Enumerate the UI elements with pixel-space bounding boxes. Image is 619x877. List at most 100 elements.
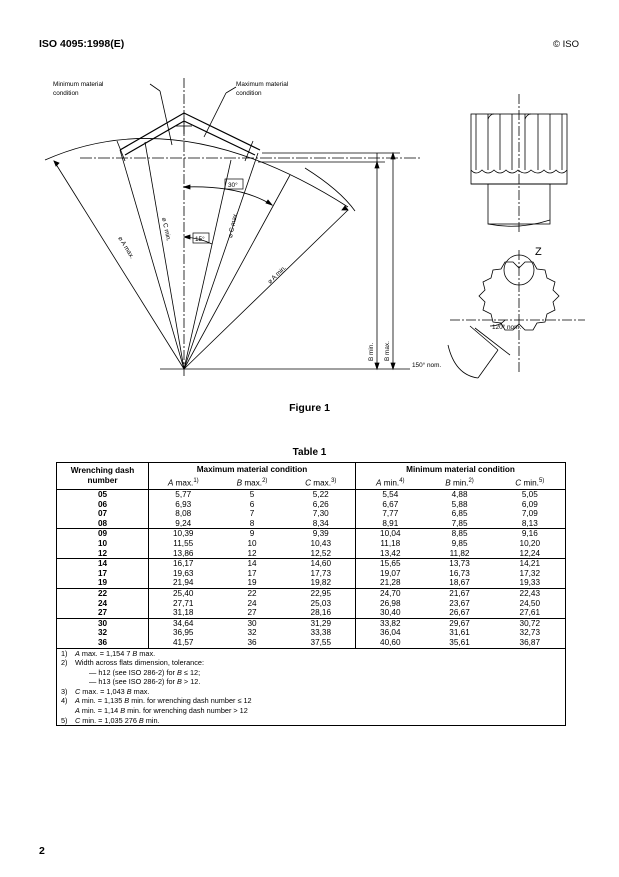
value-cell: 27,71 — [148, 598, 218, 609]
value-cell: 33,82 — [355, 617, 425, 629]
value-cell: 31,18 — [148, 608, 218, 619]
value-cell: 30 — [217, 617, 287, 629]
value-cell: 32 — [247, 628, 257, 638]
value-cell: 26,98 — [355, 598, 425, 609]
value-cell: 6 — [249, 499, 255, 509]
value-cell: 22 — [217, 587, 287, 599]
col-head-4: B min.2) — [424, 476, 495, 490]
value-cell: 30,40 — [355, 608, 425, 619]
dash-number-cell: 05 — [97, 490, 108, 499]
angle-15-label: 15° — [195, 235, 205, 243]
dash-number-cell: 30 — [56, 617, 149, 629]
value-cell: 8,34 — [312, 518, 329, 528]
value-cell: 33,38 — [310, 628, 332, 638]
value-cell: 24 — [247, 598, 257, 608]
min-material-label-1: Minimum material — [53, 81, 103, 88]
value-cell: 34,64 — [148, 617, 218, 629]
value-cell: 9 — [217, 528, 287, 539]
value-cell: 32,73 — [519, 628, 541, 638]
value-cell: 19 — [247, 578, 257, 588]
value-cell: 40,60 — [355, 637, 425, 648]
angle-30-arc — [183, 186, 273, 206]
value-cell: 5,77 — [148, 489, 218, 500]
max-material-label-1: Maximum material — [236, 81, 288, 88]
value-cell: 36,87 — [519, 637, 541, 647]
value-cell: 12,24 — [519, 548, 541, 558]
table-note: 2)Width across flats dimension, toleranc… — [61, 658, 204, 687]
value-cell: 37,55 — [310, 637, 332, 647]
value-cell: 19,33 — [519, 578, 541, 588]
value-cell: 11,18 — [355, 538, 425, 549]
value-cell: 5,88 — [451, 499, 468, 509]
radial-a-max — [53, 160, 185, 370]
value-cell: 27,61 — [519, 608, 541, 618]
value-cell: 18,67 — [449, 578, 470, 588]
value-cell: 5,22 — [312, 490, 329, 499]
value-cell: 19,07 — [355, 568, 425, 579]
value-cell: 11,82 — [449, 548, 470, 558]
c-max-label: ⌀ C max. — [227, 211, 239, 238]
dash-number-cell: 14 — [56, 558, 149, 569]
value-cell: 29,67 — [424, 617, 495, 629]
dash-number-cell: 32 — [97, 628, 108, 638]
value-cell: 12 — [247, 548, 257, 558]
value-cell: 10 — [247, 538, 257, 548]
dash-number-cell: 27 — [97, 608, 108, 618]
table-caption: Table 1 — [292, 447, 327, 458]
table-note: 5)C min. = 1,035 276 B min. — [61, 715, 160, 725]
value-cell: 26,67 — [449, 608, 470, 618]
figure-1-drawing: Minimum material condition Maximum mater… — [44, 78, 585, 379]
group-head-max-material: Maximum material condition — [147, 462, 356, 476]
value-cell: 16,17 — [148, 558, 218, 569]
max-material-profile — [119, 112, 261, 151]
copyright-mark: © ISO — [552, 39, 579, 50]
value-cell: 10,20 — [519, 538, 541, 548]
value-cell: 7 — [249, 509, 255, 519]
value-cell: 11,55 — [148, 538, 218, 549]
value-cell: 9,16 — [494, 528, 566, 539]
value-cell: 7,30 — [312, 509, 329, 519]
table-note: 3)C max. = 1,043 B max. — [61, 686, 150, 696]
value-cell: 14,60 — [286, 558, 356, 569]
b-max-label: B max. — [384, 341, 391, 361]
value-cell: 10,39 — [148, 528, 218, 539]
dash-number-cell: 09 — [56, 528, 149, 539]
angle-120-label: 120° nom. — [492, 323, 521, 331]
dash-number-cell: 36 — [97, 637, 108, 647]
dash-number-cell: 17 — [97, 568, 108, 578]
c-min-label: ⌀ C min. — [160, 217, 172, 242]
value-cell: 7,85 — [451, 518, 468, 528]
value-cell: 10,04 — [355, 528, 425, 539]
dash-number-cell: 12 — [97, 548, 108, 558]
value-cell: 4,88 — [451, 490, 468, 499]
value-cell: 19,82 — [310, 578, 332, 588]
value-cell: 17 — [247, 568, 257, 578]
radial-c-min — [144, 141, 185, 370]
view-z-label: Z — [535, 246, 542, 258]
dash-number-cell: 10 — [97, 538, 108, 548]
value-cell: 21,67 — [424, 587, 495, 599]
document-standard-number: ISO 4095:1998(E) — [39, 38, 125, 50]
head-side-view — [470, 94, 568, 232]
value-cell: 36,95 — [148, 628, 218, 638]
value-cell: 5,54 — [355, 489, 425, 500]
radial-a-min — [183, 209, 349, 370]
min-material-label-2: condition — [53, 90, 79, 97]
value-cell: 25,03 — [310, 598, 332, 608]
value-cell: 6,09 — [521, 499, 538, 509]
value-cell: 7,77 — [355, 509, 425, 519]
value-cell: 8,85 — [424, 528, 495, 539]
dash-number-cell: 08 — [97, 518, 108, 528]
value-cell: 7,09 — [521, 509, 538, 519]
